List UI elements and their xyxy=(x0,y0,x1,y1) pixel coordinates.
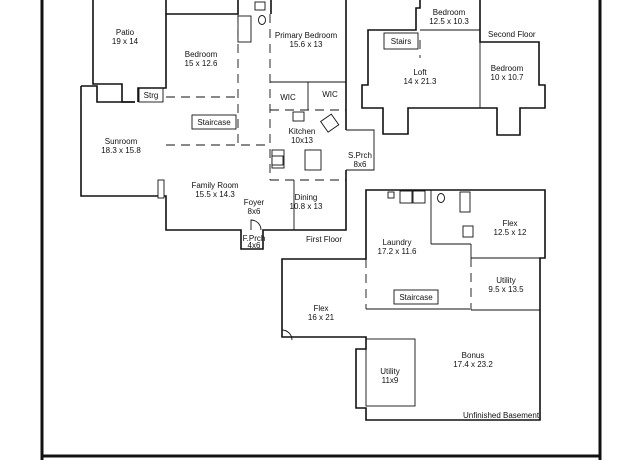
stairs-box xyxy=(383,32,419,50)
flex-b-name: Flex xyxy=(313,304,328,313)
wic-label-1: WIC xyxy=(280,93,296,102)
bedroom-b-name: Bedroom xyxy=(491,64,524,73)
loft-size: 14 x 21.3 xyxy=(404,77,437,86)
laundry-size: 17.2 x 11.6 xyxy=(378,247,418,256)
first-floor-label: First Floor xyxy=(306,235,342,244)
utility-a-size: 9.5 x 13.5 xyxy=(488,285,524,294)
upper-wing-wall xyxy=(165,0,347,130)
washer-icon xyxy=(399,190,413,204)
shower-icon xyxy=(459,191,471,213)
water-heater-icon xyxy=(462,225,474,238)
basement-staircase-label: Staircase xyxy=(399,293,433,302)
bedroom-a-name: Bedroom xyxy=(433,8,466,17)
basement-door-swing xyxy=(281,329,293,341)
bedroom-west-wall xyxy=(137,14,167,102)
kitchen-name: Kitchen xyxy=(289,127,316,136)
patio-wall xyxy=(92,0,135,103)
dining-name: Dining xyxy=(295,193,318,202)
foyer-name: Foyer xyxy=(244,198,265,207)
bedroom-size: 15 x 12.6 xyxy=(185,59,218,68)
sink-icon xyxy=(320,113,340,133)
sunroom-size: 18.3 x 15.8 xyxy=(101,146,141,155)
flex-b-size: 16 x 21 xyxy=(308,313,335,322)
bedroom-a-size: 12.5 x 10.3 xyxy=(429,17,469,26)
utility-b-name: Utility xyxy=(380,367,400,376)
island-icon xyxy=(304,149,322,171)
s-porch-name: S.Prch xyxy=(348,151,372,160)
dishwasher-icon xyxy=(271,155,284,166)
laundry-name: Laundry xyxy=(383,238,412,247)
s-porch-outline xyxy=(346,129,375,171)
first-floor-staircase-box xyxy=(191,114,237,130)
vanity-icon xyxy=(254,1,266,11)
bonus-size: 17.4 x 23.2 xyxy=(453,360,493,369)
sunroom-and-south-wall xyxy=(80,85,347,250)
flex-a-size: 12.5 x 12 xyxy=(494,228,527,237)
patio-name: Patio xyxy=(116,28,135,37)
sunroom-name: Sunroom xyxy=(105,137,138,146)
f-porch-size: 4x6 xyxy=(248,241,261,250)
f-porch-name: F.Prch xyxy=(243,234,266,243)
toilet-icon xyxy=(258,15,266,25)
dining-size: 10.8 x 13 xyxy=(290,202,323,211)
family-room-size: 15.5 x 14.3 xyxy=(195,190,235,199)
patio-size: 19 x 14 xyxy=(112,37,139,46)
second-floor-exterior-wall xyxy=(361,0,546,136)
fireplace-icon xyxy=(157,179,165,199)
utility-b-room xyxy=(365,338,416,407)
tub-icon xyxy=(237,15,252,43)
toilet-icon xyxy=(437,193,445,203)
second-floor-plan xyxy=(361,0,546,136)
s-porch-size: 8x6 xyxy=(354,160,367,169)
staircase-label: Staircase xyxy=(197,118,231,127)
second-floor-label: Second Floor xyxy=(488,30,536,39)
primary-bedroom-name: Primary Bedroom xyxy=(275,31,338,40)
wic-label-2: WIC xyxy=(322,90,338,99)
front-door-swing xyxy=(250,219,262,231)
utility-b-size: 11x9 xyxy=(382,376,399,385)
kitchen-size: 10x13 xyxy=(291,136,313,145)
utility-a-name: Utility xyxy=(496,276,516,285)
basement-staircase-box xyxy=(393,289,439,305)
bedroom-b-size: 10 x 10.7 xyxy=(491,73,524,82)
range-icon xyxy=(292,111,305,122)
strg-closet xyxy=(138,87,164,103)
foyer-size: 8x6 xyxy=(248,207,261,216)
strg-label: Strg xyxy=(144,91,159,100)
bonus-name: Bonus xyxy=(462,351,485,360)
flex-a-name: Flex xyxy=(502,219,517,228)
sink-icon xyxy=(387,191,395,199)
basement-label: Unfinished Basement xyxy=(463,411,540,420)
first-floor-plan xyxy=(80,0,375,250)
basement-plan xyxy=(281,189,546,421)
loft-name: Loft xyxy=(413,68,427,77)
primary-bedroom-size: 15.6 x 13 xyxy=(290,40,323,49)
dryer-icon xyxy=(412,190,426,204)
family-room-name: Family Room xyxy=(191,181,238,190)
stairs-label: Stairs xyxy=(391,37,411,46)
bedroom-name: Bedroom xyxy=(185,50,218,59)
